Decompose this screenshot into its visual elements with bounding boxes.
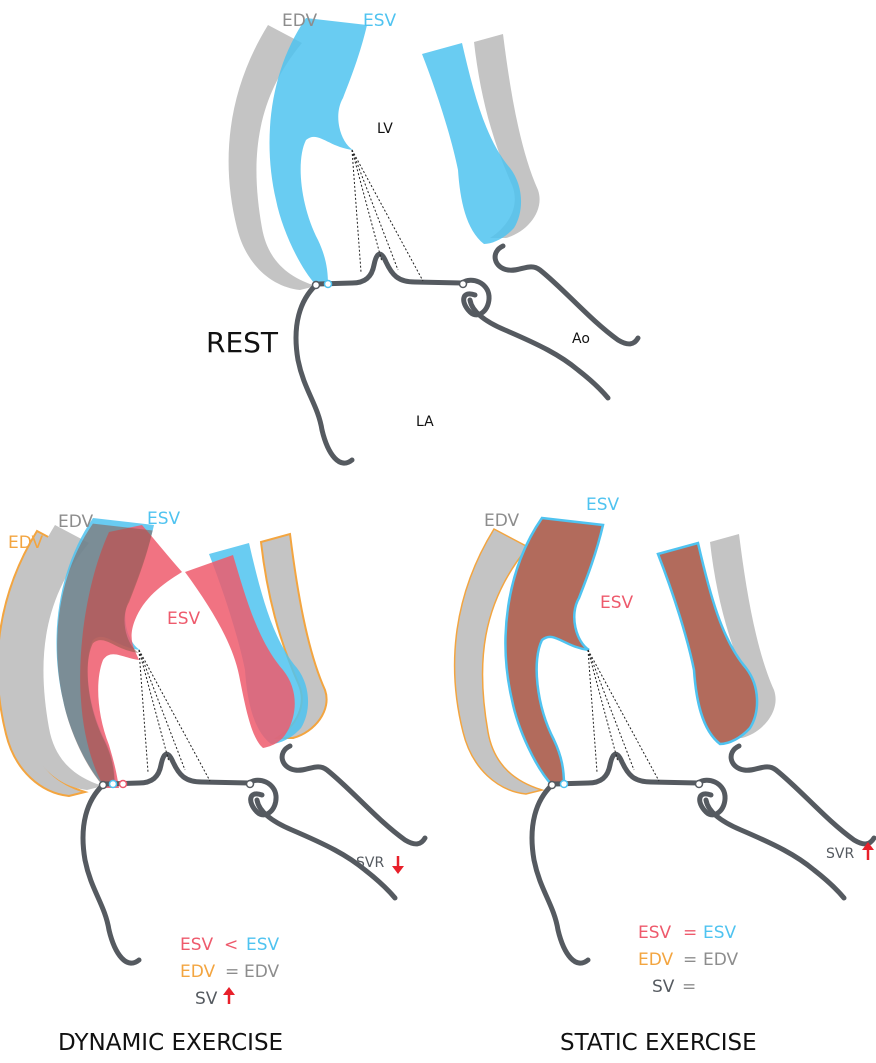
rest-esv-label: ESV — [363, 11, 397, 31]
rest-edv-label: EDV — [282, 11, 318, 31]
dynamic-equations: ESV < ESV EDV = EDV SV — [180, 935, 280, 1009]
dynamic-valve-dot-mid — [110, 781, 117, 788]
static-eq3-left: SV — [652, 977, 675, 997]
dynamic-svr-down-arrow-icon — [392, 856, 404, 874]
static-equations: ESV = ESV EDV = EDV SV = — [638, 923, 739, 997]
dynamic-eq2-right: EDV — [244, 962, 280, 982]
static-eq1-right: ESV — [703, 923, 737, 943]
dynamic-eq2-left: EDV — [180, 962, 216, 982]
dynamic-aortic-dot — [247, 781, 254, 788]
static-eq2-op: = — [683, 950, 697, 970]
static-panel: EDV ESV ESV SVR ESV = ESV EDV = EDV SV =… — [455, 495, 874, 1056]
rest-outline — [296, 246, 638, 463]
rest-valve-dot-right — [325, 281, 332, 288]
static-esv-blue-label: ESV — [586, 495, 620, 515]
static-aortic-dot — [696, 781, 703, 788]
dynamic-esv-red-label: ESV — [167, 609, 201, 629]
static-valve-dot-right — [561, 781, 568, 788]
rest-valve-dot-left — [313, 282, 320, 289]
static-edv-label: EDV — [484, 511, 520, 531]
static-eq2-left: EDV — [638, 950, 674, 970]
dynamic-eq3-left: SV — [195, 989, 218, 1009]
rest-title: REST — [206, 326, 279, 359]
static-esv-red-label: ESV — [600, 593, 634, 613]
dynamic-esv-blue-label: ESV — [147, 509, 181, 529]
dynamic-valve-dot-left — [100, 782, 107, 789]
static-eq3-op: = — [682, 977, 696, 997]
rest-la-label: LA — [416, 414, 434, 430]
dynamic-eq2-op: = — [225, 962, 239, 982]
static-title: STATIC EXERCISE — [560, 1030, 757, 1056]
dynamic-eq1-right: ESV — [246, 935, 280, 955]
static-valve-dot-left — [549, 782, 556, 789]
static-eq1-op: = — [683, 923, 697, 943]
static-eq1-left: ESV — [638, 923, 672, 943]
static-eq2-right: EDV — [703, 950, 739, 970]
dynamic-title: DYNAMIC EXERCISE — [58, 1030, 283, 1056]
rest-ao-label: Ao — [572, 331, 590, 347]
dynamic-eq1-op: < — [224, 935, 238, 955]
dynamic-panel: EDV EDV ESV ESV SVR ESV < ESV EDV = EDV … — [0, 509, 425, 1056]
dynamic-svr-label: SVR — [356, 855, 384, 871]
dynamic-edv-gray-label: EDV — [58, 512, 94, 532]
dynamic-valve-dot-right — [120, 781, 127, 788]
dynamic-eq1-left: ESV — [180, 935, 214, 955]
dynamic-edv-orange-label: EDV — [8, 533, 44, 553]
rest-panel: EDV ESV LV Ao LA REST — [206, 11, 638, 463]
dynamic-sv-up-arrow-icon — [223, 987, 235, 1004]
rest-lv-label: LV — [377, 121, 393, 137]
static-svr-label: SVR — [826, 846, 854, 862]
rest-aortic-dot — [460, 281, 467, 288]
